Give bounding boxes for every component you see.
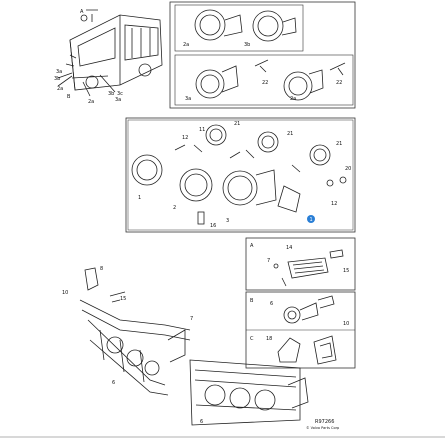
- label-8: 8: [100, 266, 103, 272]
- frame-detail-a: [245, 237, 356, 291]
- label-21-mid-b: 21: [287, 131, 293, 137]
- label-22-top: 22: [262, 80, 268, 86]
- label-b-detail: B: [250, 298, 254, 304]
- bus-illustration: [57, 9, 163, 97]
- label-3a: 3a: [56, 69, 62, 75]
- label-21-mid: 21: [234, 121, 240, 127]
- label-20-mid: 20: [345, 166, 351, 172]
- label-15-bumper: 15: [120, 296, 126, 302]
- label-10: 10: [343, 321, 349, 327]
- frame-top-inner-2: [174, 54, 354, 106]
- frame-middle-inner: [127, 119, 354, 231]
- label-a-bus: A: [80, 9, 84, 15]
- label-a-detail: A: [250, 243, 254, 249]
- label-6: 6: [270, 301, 273, 307]
- label-3a-top2: 3a: [185, 96, 191, 102]
- label-2-mid: 2: [173, 205, 176, 211]
- label-1-mid: 1: [138, 195, 141, 201]
- label-10-bumper: 10: [62, 290, 68, 296]
- label-3b: 3b: [54, 76, 60, 82]
- label-2a-top: 2a: [183, 42, 189, 48]
- label-3a-b: 3a: [115, 97, 121, 103]
- side-marker-lamp: [273, 249, 344, 287]
- frame-top-right: [169, 1, 356, 109]
- label-6-lower: 6: [200, 419, 203, 425]
- lamp-group-middle: [131, 124, 347, 225]
- label-3c: 3c: [117, 91, 123, 97]
- label-22-top-b: 22: [336, 80, 342, 86]
- label-15: 15: [343, 268, 349, 274]
- label-2a-b: 2a: [88, 99, 94, 105]
- label-3-mid: 3: [226, 218, 229, 224]
- label-2a-top2: 2a: [290, 96, 296, 102]
- label-3b-top: 3b: [244, 42, 250, 48]
- bracket-parts: [277, 295, 337, 365]
- callout-number: 1: [310, 217, 313, 223]
- label-12-mid-b: 12: [331, 201, 337, 207]
- label-12-mid: 12: [182, 135, 188, 141]
- label-14: 14: [286, 245, 292, 251]
- label-b-bus: B: [67, 94, 71, 100]
- label-6-bumper: 6: [112, 380, 115, 386]
- label-2a: 2a: [57, 86, 63, 92]
- label-3b-b: 3b: [108, 91, 114, 97]
- frame-middle: [125, 117, 356, 233]
- label-7-bumper: 7: [190, 316, 193, 322]
- callout-marker-1[interactable]: [307, 215, 315, 223]
- label-16-mid: 16: [210, 223, 216, 229]
- lamp-group-top: [194, 9, 346, 101]
- frame-top-inner-1: [174, 4, 304, 52]
- label-c-detail: C: [250, 336, 254, 342]
- label-21-mid-c: 21: [336, 141, 342, 147]
- front-bumper-assembly: [79, 267, 309, 426]
- label-18: 18: [266, 336, 272, 342]
- figure-code: R97266: [315, 419, 334, 425]
- label-7: 7: [267, 258, 270, 264]
- label-11-mid: 11: [199, 127, 205, 133]
- copyright: © Volvo Parts Corp: [306, 426, 340, 430]
